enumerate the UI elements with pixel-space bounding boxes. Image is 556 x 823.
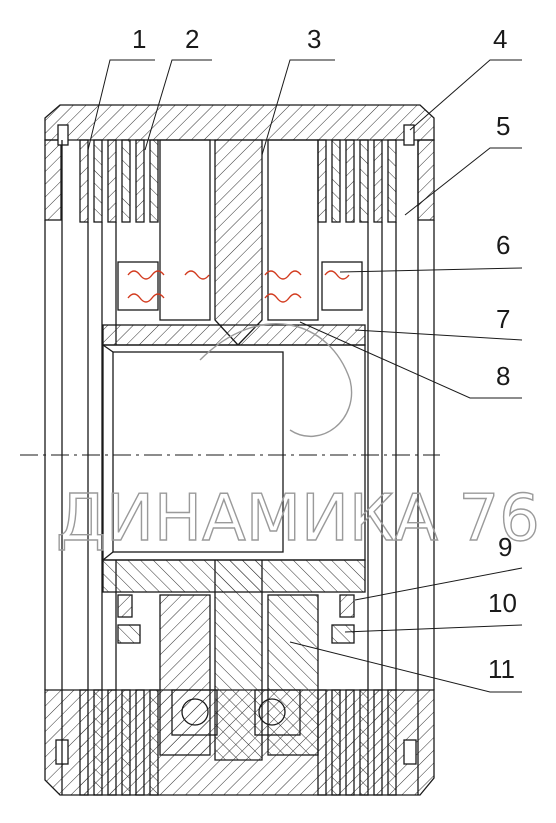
piston-right [321,261,363,311]
callout-5: 5 [496,111,510,141]
piston-left [117,261,159,311]
callout-8: 8 [496,361,510,391]
callout-11: 11 [488,654,515,684]
callout-10: 10 [488,588,517,618]
drawing-body [20,104,440,796]
callout-4: 4 [493,24,507,54]
callout-2: 2 [185,24,199,54]
callout-9: 9 [498,532,512,562]
bearing-right [254,689,301,736]
central-hub [159,139,319,761]
shaft-bore [102,324,366,593]
right-disc-pack [317,139,397,796]
bearing-left [171,689,218,736]
watermark-text: ДИНАМИКА 76 [56,482,540,556]
callouts: 1 2 3 4 5 6 7 8 9 10 11 [132,24,517,684]
return-springs [127,270,350,303]
housing-top [44,104,435,221]
callout-3: 3 [307,24,321,54]
callout-7: 7 [496,304,510,334]
left-disc-pack [79,139,159,796]
leader-lines [87,59,523,693]
callout-6: 6 [496,230,510,260]
watermark: ДИНАМИКА 76 [55,323,541,557]
callout-1: 1 [132,24,146,54]
